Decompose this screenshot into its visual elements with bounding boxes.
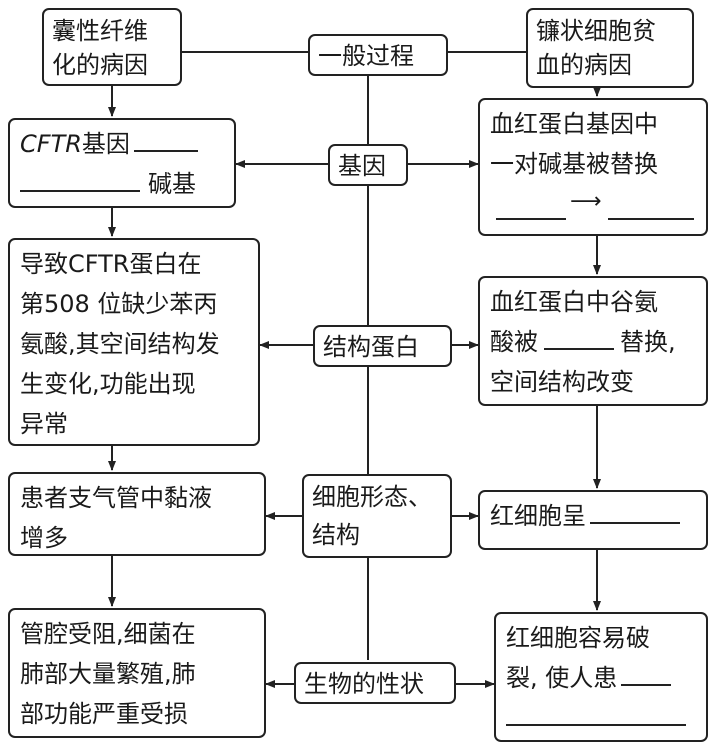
answer-blank[interactable]	[496, 192, 566, 220]
left-trait-box: 管腔受阻,细菌在 肺部大量繁殖,肺 部功能严重受损	[8, 608, 266, 738]
center-trait-box: 生物的性状	[294, 662, 456, 704]
answer-blank[interactable]	[506, 698, 686, 726]
center-trait-label: 生物的性状	[304, 670, 424, 698]
center-cell-line2: 结构	[312, 521, 360, 549]
answer-blank[interactable]	[133, 124, 198, 152]
answer-blank[interactable]	[544, 322, 614, 350]
right-trait-box: 红细胞容易破 裂, 使人患	[494, 612, 708, 742]
right-gene-line1: 血红蛋白基因中	[490, 110, 658, 138]
center-process-box: 一般过程	[308, 34, 448, 76]
right-protein-line2a: 酸被	[490, 328, 538, 356]
right-gene-box: 血红蛋白基因中 一对碱基被替换 ⟶	[478, 98, 708, 236]
center-gene-box: 基因	[328, 144, 408, 186]
left-trait-line3: 部功能严重受损	[20, 700, 188, 728]
left-title-box: 囊性纤维 化的病因	[42, 8, 182, 86]
gene-text: 基因	[81, 130, 130, 158]
gene-name: CFTR	[20, 130, 82, 158]
right-trait-line1: 红细胞容易破	[506, 624, 650, 652]
left-protein-line2: 第508 位缺少苯丙	[20, 290, 218, 318]
answer-blank[interactable]	[590, 496, 680, 524]
right-cell-line1: 红细胞呈	[490, 502, 586, 530]
right-title-line1: 镰状细胞贫	[536, 17, 656, 45]
left-cell-line1: 患者支气管中黏液	[20, 484, 212, 512]
left-cell-line2: 增多	[20, 524, 68, 552]
answer-blank[interactable]	[20, 164, 140, 192]
left-protein-line4: 生变化,功能出现	[20, 370, 196, 398]
center-cell-line1: 细胞形态、	[312, 483, 432, 511]
left-gene-box: CFTR基因 碱基	[8, 118, 236, 208]
center-gene-label: 基因	[338, 152, 386, 180]
left-cell-box: 患者支气管中黏液 增多	[8, 472, 266, 556]
left-trait-line2: 肺部大量繁殖,肺	[20, 660, 196, 688]
center-protein-label: 结构蛋白	[323, 333, 419, 361]
right-protein-line2b: 替换,	[620, 328, 676, 356]
left-protein-line3: 氨酸,其空间结构发	[20, 330, 220, 358]
left-protein-line1: 导致CFTR蛋白在	[20, 250, 202, 278]
left-protein-line5: 异常	[20, 410, 68, 438]
left-title-line2: 化的病因	[52, 51, 148, 79]
center-protein-box: 结构蛋白	[313, 325, 452, 367]
right-protein-line3: 空间结构改变	[490, 368, 634, 396]
right-arrow-icon: ⟶	[570, 189, 602, 214]
right-cell-box: 红细胞呈	[478, 490, 708, 550]
gene-tail: 碱基	[148, 170, 196, 198]
left-trait-line1: 管腔受阻,细菌在	[20, 620, 196, 648]
center-cell-box: 细胞形态、 结构	[302, 474, 452, 558]
right-title-line2: 血的病因	[536, 51, 632, 79]
right-gene-line2: 一对碱基被替换	[490, 150, 658, 178]
right-title-box: 镰状细胞贫 血的病因	[526, 8, 694, 88]
left-title-line1: 囊性纤维	[52, 17, 148, 45]
right-trait-line2: 裂, 使人患	[506, 664, 618, 692]
left-protein-box: 导致CFTR蛋白在 第508 位缺少苯丙 氨酸,其空间结构发 生变化,功能出现 …	[8, 238, 260, 446]
answer-blank[interactable]	[621, 658, 672, 686]
right-protein-box: 血红蛋白中谷氨 酸被 替换, 空间结构改变	[478, 276, 708, 406]
center-process-label: 一般过程	[318, 42, 414, 70]
right-protein-line1: 血红蛋白中谷氨	[490, 288, 658, 316]
answer-blank[interactable]	[608, 192, 694, 220]
